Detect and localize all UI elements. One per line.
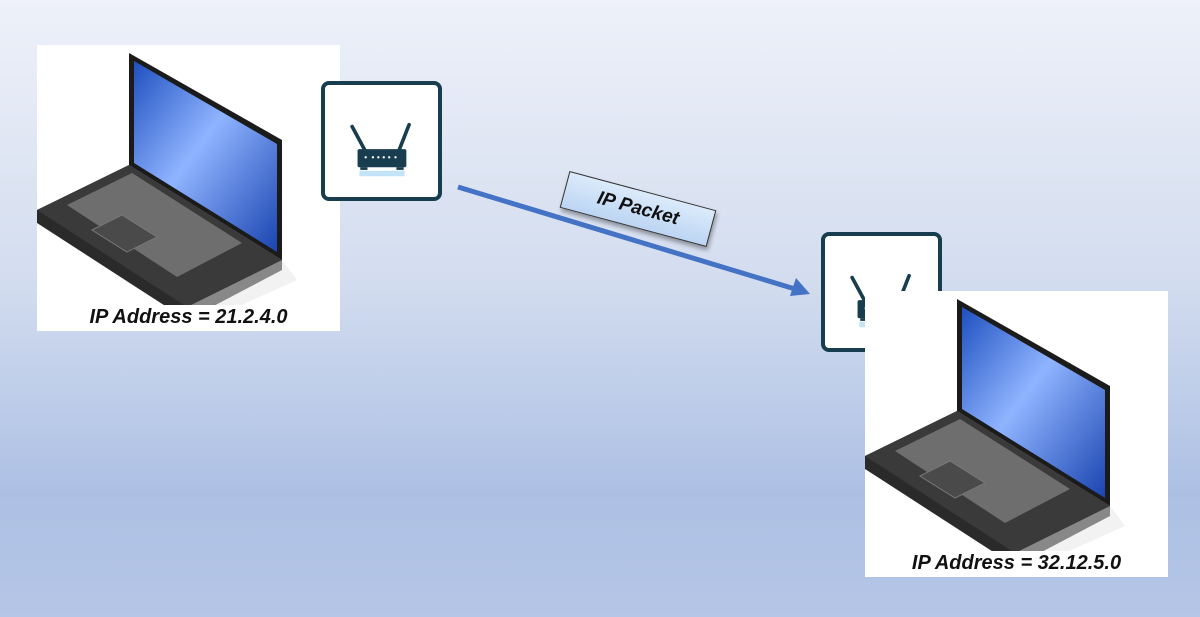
laptop-icon <box>865 298 1126 551</box>
source-router-node <box>321 81 442 201</box>
source-laptop-node: IP Address = 21.2.4.0 <box>37 45 340 331</box>
source-ip-label: IP Address = 21.2.4.0 <box>89 306 288 328</box>
destination-laptop-node: IP Address = 32.12.5.0 <box>865 291 1168 577</box>
destination-ip-label: IP Address = 32.12.5.0 <box>911 552 1122 574</box>
arrow-head-icon <box>790 278 810 296</box>
